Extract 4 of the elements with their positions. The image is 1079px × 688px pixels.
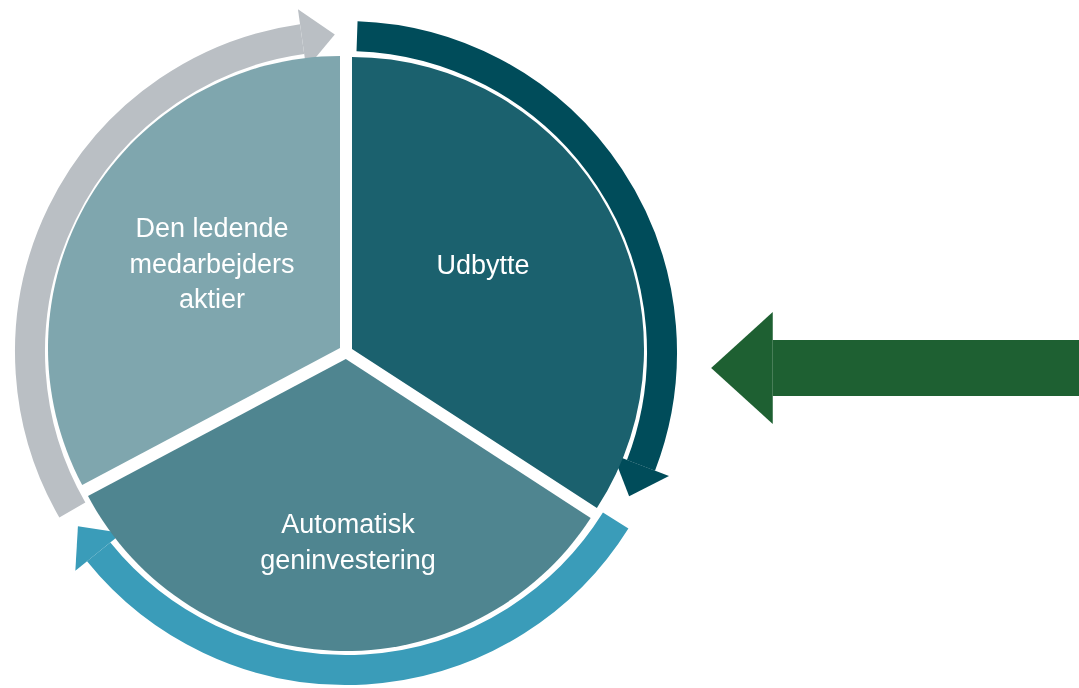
segment-label: Den ledende medarbejders aktier [128, 211, 296, 316]
segment-label: Udbytte [435, 249, 531, 283]
arrow [711, 312, 1079, 424]
segment-label: Automatisk geninvestering [259, 508, 437, 577]
